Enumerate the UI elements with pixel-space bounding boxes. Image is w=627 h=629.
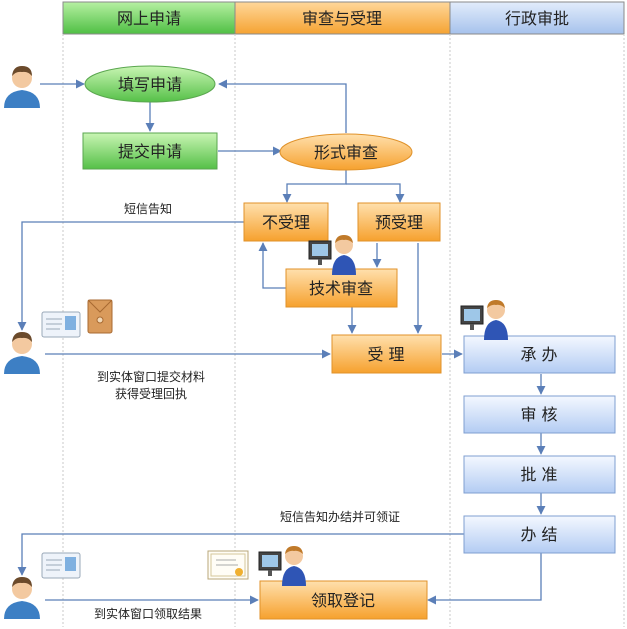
lane-header-online: 网上申请 [62,1,236,35]
node-fill-apply-label: 填写申请 [118,75,182,94]
node-pre-accept: 预受理 [357,202,441,242]
id-card-icon [41,552,81,579]
node-tech-review-label: 技术审查 [309,279,373,298]
node-audit: 审 核 [463,395,616,434]
node-submit-apply: 提交申请 [82,132,218,170]
lane-header-approval: 行政审批 [449,1,625,35]
node-approve-label: 批 准 [520,465,557,484]
node-fill-apply: 填写申请 [84,65,216,103]
annotation-sms-notice: 短信告知 [124,202,172,216]
node-audit-label: 审 核 [520,405,557,424]
node-collect-register-label: 领取登记 [311,591,375,610]
connectors [17,79,546,605]
node-formal-review: 形式审查 [279,133,413,171]
node-accept-label: 受 理 [367,345,404,364]
envelope-icon [87,299,113,334]
node-submit-apply-label: 提交申请 [118,142,182,161]
node-formal-review-label: 形式审查 [314,143,378,162]
node-undertake-label: 承 办 [520,345,557,364]
user-icon [4,577,40,619]
node-pre-accept-label: 预受理 [375,213,423,232]
node-complete: 办 结 [463,515,616,554]
annotation-submit-materials-line1: 到实体窗口提交材料 [97,369,205,384]
user-icon [4,332,40,374]
certificate-icon [207,550,249,580]
annotation-submit-materials-line2: 获得受理回执 [115,386,187,401]
lane-title-review: 审查与受理 [302,9,382,28]
node-tech-review: 技术审查 [285,268,398,308]
node-accept: 受 理 [331,334,442,374]
lane-header-review: 审查与受理 [234,1,451,35]
node-complete-label: 办 结 [520,525,557,544]
node-undertake: 承 办 [463,335,616,374]
id-card-icon [41,311,81,338]
user-icon [4,66,40,108]
node-not-accept-label: 不受理 [262,213,310,232]
operator-at-computer-icon [258,546,306,586]
operator-at-computer-icon [308,235,356,275]
lane-title-online: 网上申请 [117,9,181,28]
node-approve: 批 准 [463,455,616,494]
lane-title-approval: 行政审批 [505,9,569,28]
node-not-accept: 不受理 [243,202,329,242]
annotation-sms-done-notice: 短信告知办结并可领证 [280,509,400,524]
node-collect-register: 领取登记 [259,580,428,620]
operator-at-computer-icon [460,300,508,340]
annotation-collect-result: 到实体窗口领取结果 [94,606,202,621]
